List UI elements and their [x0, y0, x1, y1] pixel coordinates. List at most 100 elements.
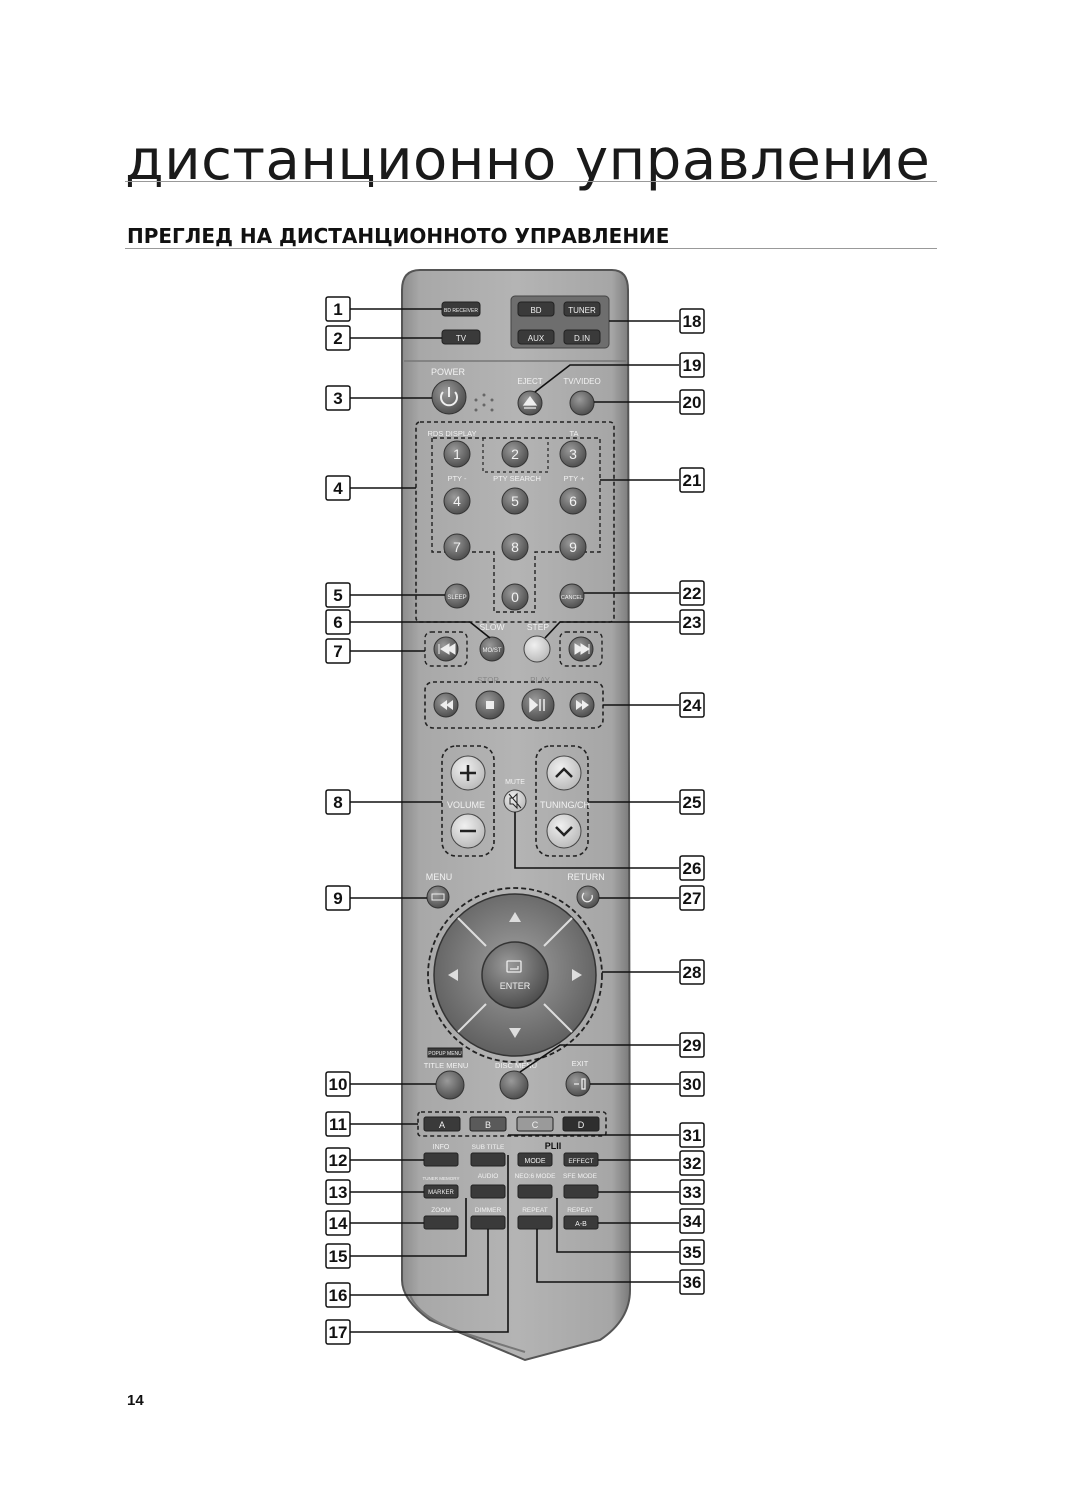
eject-icon [522, 396, 538, 409]
b-button[interactable]: B [469, 1116, 507, 1132]
din-button[interactable]: D.IN [563, 329, 601, 345]
neo6-mode-button[interactable] [517, 1184, 553, 1199]
popup-menu-button[interactable]: POPUP MENU [427, 1047, 463, 1058]
digit-8-button[interactable]: 8 [501, 533, 529, 561]
svg-text:1: 1 [453, 446, 461, 462]
skip-forward-button[interactable] [568, 636, 594, 662]
callout-16: 16 [325, 1282, 351, 1308]
svg-text:SFE MODE: SFE MODE [563, 1173, 598, 1180]
subtitle-button[interactable] [470, 1152, 506, 1167]
svg-text:12: 12 [329, 1151, 348, 1170]
svg-text:TV/VIDEO: TV/VIDEO [563, 377, 600, 386]
svg-text:TUNING/CH: TUNING/CH [540, 800, 590, 810]
title-menu-button[interactable] [435, 1070, 465, 1100]
power-button[interactable] [431, 379, 467, 415]
callout-33: 33 [679, 1179, 705, 1205]
callout-32: 32 [679, 1150, 705, 1176]
tv-button[interactable]: TV [441, 329, 481, 345]
svg-text:ENTER: ENTER [500, 981, 531, 991]
svg-text:17: 17 [329, 1323, 348, 1342]
digit-3-button[interactable]: 3 [559, 440, 587, 468]
mo-st-button[interactable]: MO/ST [479, 636, 505, 662]
svg-text:D: D [578, 1120, 585, 1130]
volume-down-button[interactable] [450, 813, 486, 849]
fast-forward-button[interactable] [569, 692, 595, 718]
rewind-button[interactable] [433, 692, 459, 718]
callout-35: 35 [679, 1239, 705, 1265]
exit-icon [574, 1078, 586, 1090]
a-button[interactable]: A [423, 1116, 461, 1132]
svg-text:TV: TV [456, 334, 467, 343]
svg-text:9: 9 [569, 539, 577, 555]
digit-6-button[interactable]: 6 [559, 487, 587, 515]
info-button[interactable] [423, 1152, 459, 1167]
svg-text:POWER: POWER [431, 367, 466, 377]
tuning-down-button[interactable] [546, 813, 582, 849]
svg-text:24: 24 [683, 696, 702, 715]
mode-button[interactable]: MODE [517, 1152, 553, 1167]
callout-9: 9 [325, 885, 351, 911]
svg-text:6: 6 [569, 493, 577, 509]
c-button[interactable]: C [516, 1116, 554, 1132]
svg-text:MO/ST: MO/ST [483, 648, 502, 654]
callout-22: 22 [679, 580, 705, 606]
effect-button[interactable]: EFFECT [563, 1152, 599, 1167]
volume-up-button[interactable] [450, 755, 486, 791]
dimmer-button[interactable] [470, 1215, 506, 1230]
svg-text:6: 6 [333, 613, 342, 632]
number-keys-frame [415, 421, 615, 623]
marker-button[interactable]: MARKER [423, 1184, 459, 1199]
power-icon [440, 391, 458, 407]
step-button[interactable] [523, 635, 551, 663]
callout-19: 19 [679, 352, 705, 378]
aux-button[interactable]: AUX [517, 329, 555, 345]
digit-1-button[interactable]: 1 [443, 440, 471, 468]
d-button[interactable]: D [562, 1116, 600, 1132]
return-button[interactable] [576, 885, 600, 909]
repeat-ab-button[interactable]: A-B [563, 1215, 599, 1230]
svg-text:AUX: AUX [528, 334, 545, 343]
svg-text:PTY SEARCH: PTY SEARCH [493, 474, 541, 483]
svg-text:PLAY: PLAY [530, 676, 551, 685]
tuner-button[interactable]: TUNER [563, 301, 601, 317]
tuning-up-button[interactable] [546, 755, 582, 791]
exit-button[interactable] [565, 1071, 591, 1097]
digit-4-button[interactable]: 4 [443, 487, 471, 515]
svg-text:NEO:6 MODE: NEO:6 MODE [515, 1173, 556, 1180]
svg-text:TUNER: TUNER [568, 306, 596, 315]
tv-video-button[interactable] [569, 390, 595, 416]
heading-rule [125, 248, 937, 249]
stop-button[interactable] [475, 690, 505, 720]
digit-7-button[interactable]: 7 [443, 533, 471, 561]
zoom-button[interactable] [423, 1215, 459, 1230]
audio-button[interactable] [470, 1184, 506, 1199]
svg-text:28: 28 [683, 963, 702, 982]
bd-receiver-button[interactable]: BD RECEIVER [441, 301, 481, 317]
svg-text:STOP: STOP [477, 676, 499, 685]
menu-button[interactable] [426, 885, 450, 909]
digit-9-button[interactable]: 9 [559, 533, 587, 561]
cancel-button[interactable]: CANCEL [559, 583, 585, 609]
digit-0-button[interactable]: 0 [501, 583, 529, 611]
svg-text:25: 25 [683, 793, 702, 812]
bd-button[interactable]: BD [517, 301, 555, 317]
disc-menu-button[interactable] [499, 1070, 529, 1100]
svg-text:RDS DISPLAY: RDS DISPLAY [427, 429, 476, 438]
eject-button[interactable] [517, 390, 543, 416]
sleep-button[interactable]: SLEEP [444, 583, 470, 609]
skip-back-button[interactable] [433, 636, 459, 662]
enter-button[interactable]: ENTER [481, 941, 549, 1009]
title-rule [125, 181, 937, 182]
mute-button[interactable] [503, 789, 527, 813]
digit-5-button[interactable]: 5 [501, 487, 529, 515]
sfe-mode-button[interactable] [563, 1184, 599, 1199]
digit-2-button[interactable]: 2 [501, 440, 529, 468]
svg-text:POPUP MENU: POPUP MENU [428, 1051, 462, 1057]
repeat-button[interactable] [517, 1215, 553, 1230]
callout-34: 34 [679, 1208, 705, 1234]
play-pause-button[interactable] [521, 688, 555, 722]
callout-21: 21 [679, 467, 705, 493]
page-title: дистанционно управление [125, 128, 931, 193]
svg-text:31: 31 [683, 1126, 702, 1145]
svg-text:CANCEL: CANCEL [561, 595, 583, 601]
